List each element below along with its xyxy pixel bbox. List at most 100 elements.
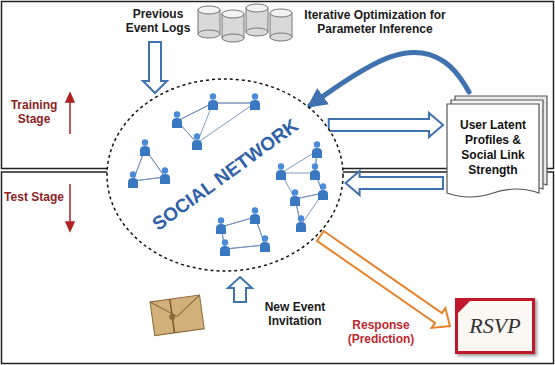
person-icon (208, 93, 218, 110)
person-head (278, 163, 284, 169)
block-arrow (317, 231, 450, 328)
rsvp-card: RSVP (455, 298, 535, 354)
person-icon (172, 111, 182, 128)
person-head (218, 217, 224, 223)
person-body (128, 178, 138, 188)
person-body (216, 224, 226, 234)
curved-arrow (310, 52, 469, 105)
process-label: Iterative Optimization for Parameter Inf… (300, 8, 450, 36)
person-icon (216, 217, 226, 234)
network-ellipse: SOCIAL NETWORK (105, 77, 345, 273)
person-body (276, 170, 286, 180)
network-title-holder: SOCIAL NETWORK (105, 77, 345, 273)
network-links (133, 103, 323, 249)
cylinder (222, 10, 244, 42)
person-head (252, 93, 258, 99)
envelope-body (150, 295, 204, 336)
stage-arrow (66, 93, 74, 231)
source-label: Previous Event Logs (122, 7, 194, 35)
envelope-icon (150, 295, 204, 336)
arrowhead (66, 222, 74, 231)
document-page (447, 104, 539, 197)
person-body (160, 174, 170, 184)
person-head (262, 235, 268, 241)
person-icon (250, 93, 260, 110)
person-body (310, 170, 320, 180)
social-link (221, 217, 255, 227)
input-label: New Event Invitation (256, 300, 334, 328)
input-arrow (143, 42, 167, 93)
person-body (172, 118, 182, 128)
social-link (281, 173, 315, 174)
stage-label: Test Stage (4, 190, 64, 204)
social-link (213, 103, 255, 104)
cylinder (246, 4, 268, 36)
person-head (314, 141, 320, 147)
stage-arrow-line (69, 184, 71, 224)
person-head (222, 239, 228, 245)
person-body (260, 242, 270, 252)
person-icon (192, 133, 202, 150)
document-stack: User Latent Profiles & Social Link Stren… (447, 104, 539, 200)
stage-arrow-line (69, 100, 71, 134)
person-icon (276, 163, 286, 180)
person-icon (296, 215, 306, 232)
person-icon (310, 163, 320, 180)
envelope-seal (169, 314, 176, 321)
person-head (162, 167, 168, 173)
block-arrow (329, 113, 443, 137)
person-body (250, 214, 260, 224)
database-icon (198, 4, 292, 42)
block-arrow (346, 171, 443, 195)
input-arrow (228, 277, 252, 302)
network-title: SOCIAL NETWORK (148, 115, 302, 236)
social-link (225, 245, 265, 249)
person-icon (290, 189, 300, 206)
person-head (252, 207, 258, 213)
card-text: RSVP (469, 313, 520, 339)
cylinder (198, 6, 220, 38)
cylinder (270, 9, 292, 41)
output-label: Response (Prediction) (340, 318, 422, 346)
social-link (197, 103, 255, 143)
person-icon (250, 207, 260, 224)
person-body (250, 100, 260, 110)
person-head (174, 111, 180, 117)
person-icon (160, 167, 170, 184)
person-head (312, 163, 318, 169)
social-link (225, 245, 265, 249)
person-body (208, 100, 218, 110)
person-icon (128, 171, 138, 188)
person-body (296, 222, 306, 232)
person-head (194, 133, 200, 139)
person-icon (260, 235, 270, 252)
person-head (298, 215, 304, 221)
person-body (312, 148, 322, 158)
social-link (177, 103, 213, 121)
person-head (320, 183, 326, 189)
person-body (220, 246, 230, 256)
person-body (318, 190, 328, 200)
people-icons (128, 93, 328, 256)
document-text: User Latent Profiles & Social Link Stren… (453, 118, 533, 178)
arrowhead (66, 93, 74, 102)
envelope-flap (150, 295, 202, 320)
person-icon (220, 239, 230, 256)
person-head (210, 93, 216, 99)
person-icon (318, 183, 328, 200)
social-link (221, 217, 255, 227)
social-link (213, 103, 255, 104)
stage-label: Training Stage (4, 98, 64, 126)
person-icon (312, 141, 322, 158)
social-link (281, 151, 317, 173)
person-head (292, 189, 298, 195)
dashed-ellipse (107, 79, 343, 271)
person-head (142, 139, 148, 145)
person-body (140, 146, 150, 156)
person-icon (140, 139, 150, 156)
person-body (192, 140, 202, 150)
social-link (177, 103, 213, 121)
person-head (130, 171, 136, 177)
person-body (290, 196, 300, 206)
